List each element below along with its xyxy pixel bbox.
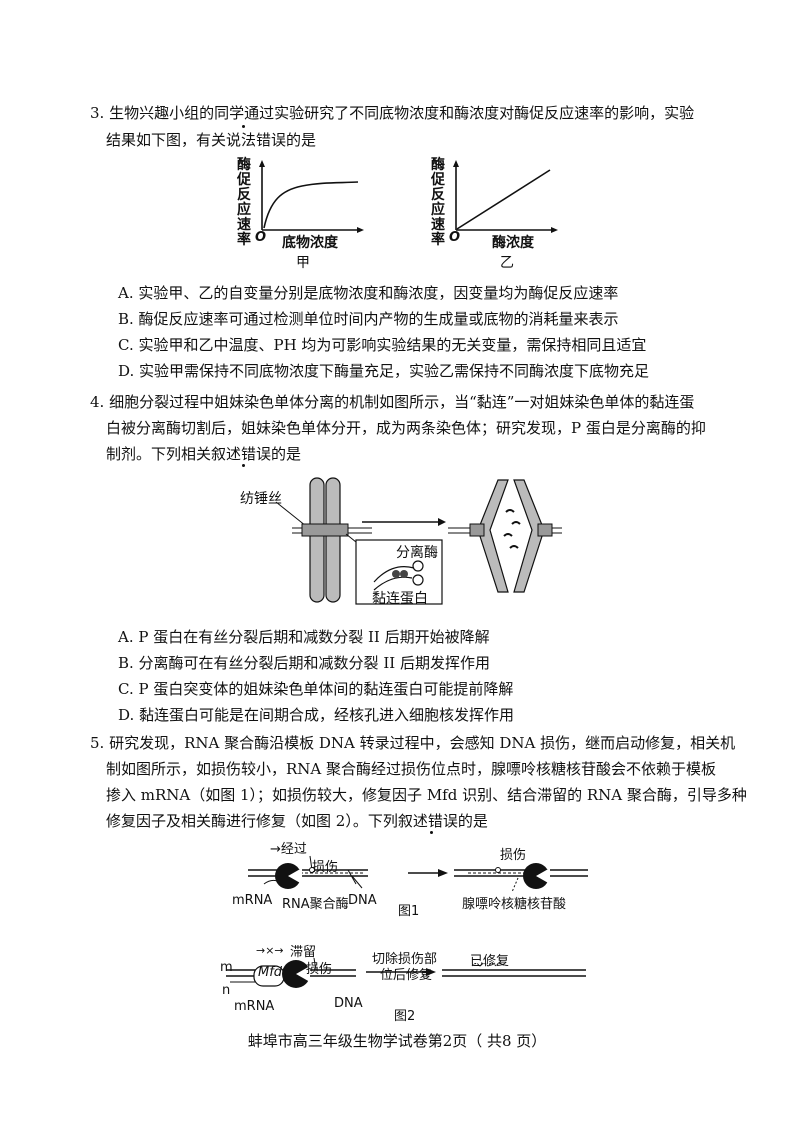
graph-a-ylabel: 酶促反应速率 [237, 157, 251, 248]
emphasis-dot [242, 464, 245, 467]
q5-line4: 修复因子及相关酶进行修复（如图 2）。下列叙述错误的是 [106, 812, 488, 830]
fig1-pass-label: →经过 [270, 842, 307, 857]
fig1-polymerase-label: RNA聚合酶 [282, 897, 349, 912]
q3-line2: 结果如下图，有关说法错误的是 [106, 131, 317, 149]
graph-b-ylabel: 酶促反应速率 [431, 157, 445, 248]
page-footer: 蚌埠市高三年级生物学试卷第2页（ 共8 页） [247, 1032, 547, 1050]
q4-line2: 白被分离酶切割后，姐妹染色单体分开，成为两条染色体；研究发现，P 蛋白是分离酶的… [106, 419, 706, 437]
fig1-adenine-label: 腺嘌呤核糖核苷酸 [462, 897, 567, 912]
q3-option-d: D. 实验甲需保持不同底物浓度下酶量充足，实验乙需保持不同酶浓度下底物充足 [118, 362, 650, 380]
graph-a [259, 160, 364, 233]
q5-line1: 5. 研究发现，RNA 聚合酶沿模板 DNA 转录过程中，会感知 DNA 损伤，… [90, 734, 736, 752]
fig2-damage-label: 损伤 [306, 962, 333, 977]
fig2-step1-label: 切除损伤部 [372, 952, 438, 967]
q5-line2: 制如图所示，如损伤较小，RNA 聚合酶经过损伤位点时，腺嘌呤核糖核苷酸会不依赖于… [106, 760, 717, 778]
fig1-mrna-label: mRNA [232, 893, 273, 908]
fig2-stall-label: 滞留 [290, 945, 317, 960]
fig2-caption: 图2 [394, 1009, 416, 1024]
fig2-cross-label: →×→ [256, 944, 284, 957]
fig1-caption: 图1 [398, 904, 420, 919]
graph-a-xlabel: 底物浓度 [282, 235, 338, 251]
fig1-damage2-label: 损伤 [500, 848, 527, 863]
cohesin-label: 黏连蛋白 [372, 591, 428, 607]
fig2-step2-label: 位后修复 [380, 968, 433, 983]
graph-b-caption: 乙 [500, 255, 514, 271]
q5-line3: 掺入 mRNA（如图 1）；如损伤较大，修复因子 Mfd 识别、结合滞留的 RN… [106, 786, 747, 804]
fig1-dna-label: DNA [348, 893, 377, 908]
fig2-dna-label: DNA [334, 996, 363, 1011]
spindle-label: 纺锤丝 [240, 491, 282, 507]
emphasis-dot [242, 125, 245, 128]
fig2-repaired-label: 已修复 [470, 954, 510, 969]
q4-option-b: B. 分离酶可在有丝分裂后期和减数分裂 II 后期发挥作用 [118, 654, 490, 672]
q4-line3: 制剂。下列相关叙述错误的是 [106, 445, 302, 463]
figure-2 [226, 957, 586, 988]
fig2-m-label: m [220, 960, 233, 975]
q4-option-d: D. 黏连蛋白可能是在间期合成，经核孔进入细胞核发挥作用 [118, 706, 515, 724]
fig2-mrna-label: mRNA [234, 999, 275, 1014]
q3-option-b: B. 酶促反应速率可通过检测单位时间内产物的生成量或底物的消耗量来表示 [118, 310, 619, 328]
separase-label: 分离酶 [396, 545, 438, 561]
fig1-damage-label: 损伤 [312, 860, 339, 875]
graph-b-origin: O [449, 230, 461, 245]
graph-a-caption: 甲 [296, 255, 310, 271]
figure-1 [248, 855, 588, 893]
graph-a-origin: O [255, 230, 267, 245]
emphasis-dot [430, 831, 433, 834]
q3-option-c: C. 实验甲和乙中温度、PH 均为可影响实验结果的无关变量，需保持相同且适宜 [118, 336, 647, 354]
fig2-n-label: n [222, 983, 231, 998]
chromosome-figure [275, 477, 562, 605]
fig2-mfd-label: Mfd [258, 965, 283, 980]
graph-b-xlabel: 酶浓度 [492, 235, 534, 251]
q3-option-a: A. 实验甲、乙的自变量分别是底物浓度和酶浓度，因变量均为酶促反应速率 [118, 284, 619, 302]
graph-b [453, 160, 558, 233]
q3-line1: 3. 生物兴趣小组的同学通过实验研究了不同底物浓度和酶浓度对酶促反应速率的影响，… [90, 104, 695, 122]
q4-option-a: A. P 蛋白在有丝分裂后期和减数分裂 II 后期开始被降解 [118, 628, 490, 646]
q4-line1: 4. 细胞分裂过程中姐妹染色单体分离的机制如图所示，当“黏连”一对姐妹染色单体的… [90, 393, 695, 411]
q4-option-c: C. P 蛋白突变体的姐妹染色单体间的黏连蛋白可能提前降解 [118, 680, 514, 698]
